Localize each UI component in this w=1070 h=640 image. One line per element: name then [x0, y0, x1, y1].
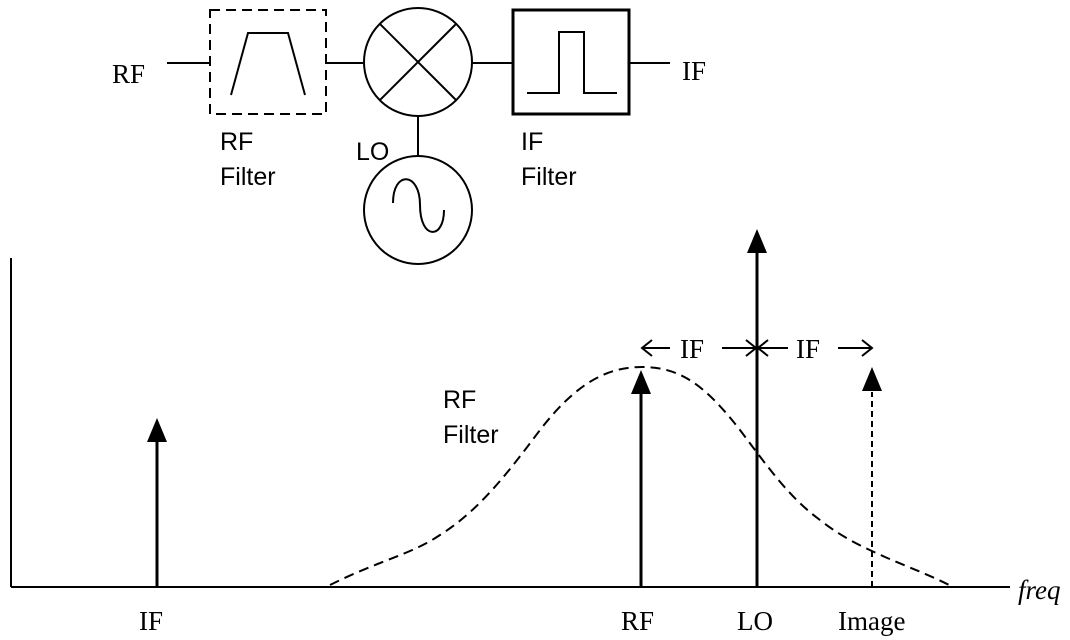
bandpass-icon [230, 32, 306, 96]
if-filter-block [511, 8, 631, 116]
tick-label-image: Image [838, 606, 905, 636]
if-output-label: IF [682, 56, 706, 86]
tick-label-rf: RF [621, 606, 654, 636]
rf-filter-label-line1: RF [220, 128, 253, 156]
if-spacing-left: IF [640, 334, 758, 364]
mixer-symbol [363, 7, 473, 117]
if-tone-arrow [147, 418, 167, 587]
rf-tone-arrow [631, 370, 651, 587]
rf-filter-block [209, 9, 327, 115]
lo-tone-arrow [747, 229, 767, 587]
if-filter-label-line1: IF [521, 128, 543, 156]
if-spacing-left-label: IF [680, 334, 704, 364]
image-tone-arrow [862, 367, 882, 587]
spectrum-plot: freq RF Filter IF [10, 229, 1061, 636]
rect-filter-icon [527, 31, 617, 94]
if-spacing-right-label: IF [796, 334, 820, 364]
sine-icon [392, 178, 445, 233]
tick-label-lo: LO [737, 606, 773, 636]
rf-filter-label-line2: Filter [220, 163, 276, 191]
x-axis-label: freq [1018, 575, 1061, 605]
tick-label-if: IF [139, 606, 163, 636]
rf-filter-curve-label-line2: Filter [443, 421, 499, 449]
lo-label: LO [356, 138, 389, 166]
if-spacing-right: IF [756, 334, 874, 364]
rf-input-label: RF [112, 59, 145, 89]
rf-filter-box [209, 9, 327, 115]
if-filter-box [511, 8, 631, 116]
rf-filter-curve-label-line1: RF [443, 386, 476, 414]
block-diagram: RF RF Filter IF Filter IF LO [112, 7, 706, 265]
oscillator-symbol [363, 155, 473, 265]
if-filter-label-line2: Filter [521, 163, 577, 191]
